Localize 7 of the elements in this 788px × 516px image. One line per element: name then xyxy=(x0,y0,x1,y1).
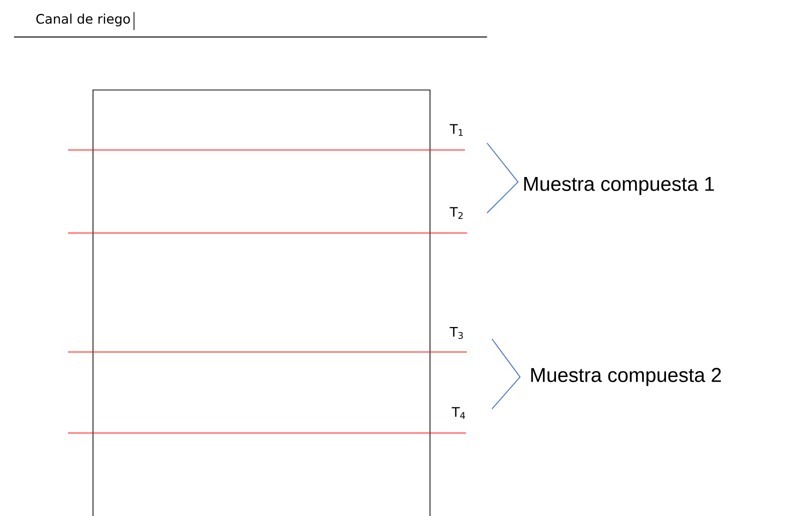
transect-label: T$_{2}$ xyxy=(450,207,463,219)
group-label: Muestra compuesta 2 xyxy=(531,368,721,386)
transect-label: T$_{4}$ xyxy=(452,407,466,419)
transect-label: T$_{1}$ xyxy=(450,124,463,136)
heading: Canal de riego xyxy=(36,14,130,26)
group-label: Muestra compuesta 1 xyxy=(524,177,714,195)
transect-label: T$_{3}$ xyxy=(450,327,463,339)
